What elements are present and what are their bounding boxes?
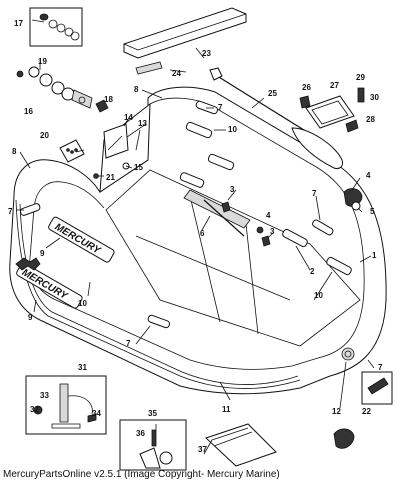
part-17-kit: [29, 7, 83, 47]
part-12-valve: [333, 428, 355, 449]
callout-4a: 4: [366, 171, 371, 180]
callout-3b: 3: [270, 227, 275, 236]
leader-lines: [16, 19, 375, 455]
callout-24: 24: [172, 69, 181, 78]
callout-19: 19: [38, 57, 47, 66]
callout-25: 25: [268, 89, 277, 98]
callout-4b: 4: [266, 211, 271, 220]
callout-9a: 9: [40, 249, 45, 258]
callout-33: 33: [40, 391, 49, 400]
m-logo-icon: [15, 257, 41, 271]
callout-7e: 7: [378, 363, 383, 372]
callout-10b: 10: [314, 291, 323, 300]
part-18-fitting: [95, 99, 109, 113]
part-27-plate: [305, 95, 355, 129]
part-25-oar: [209, 67, 343, 169]
callout-15: 15: [134, 163, 143, 172]
part-21-screw: [93, 173, 99, 179]
callout-5: 5: [370, 207, 375, 216]
callout-1: 1: [372, 251, 377, 260]
callout-2: 2: [310, 267, 315, 276]
part-37-manual: [205, 423, 277, 467]
part-6-seat-rail: [203, 199, 245, 237]
callout-20: 20: [40, 131, 49, 140]
callout-22: 22: [362, 407, 371, 416]
callout-21: 21: [106, 173, 115, 182]
copyright-footer: MercuryPartsOnline v2.5.1 (Image Copyrig…: [3, 469, 280, 480]
callout-31: 31: [78, 363, 87, 372]
callout-29: 29: [356, 73, 365, 82]
callout-16: 16: [24, 107, 33, 116]
callout-10c: 10: [78, 299, 87, 308]
callout-26: 26: [302, 83, 311, 92]
callout-35: 35: [148, 409, 157, 418]
callout-8b: 8: [12, 147, 17, 156]
part-23-seat-cover: [123, 7, 247, 59]
callout-32: 32: [30, 405, 39, 414]
callout-28: 28: [366, 115, 375, 124]
callout-14: 14: [124, 113, 133, 122]
callout-36: 36: [136, 429, 145, 438]
part-24-strip: [135, 61, 163, 75]
callout-30: 30: [370, 93, 379, 102]
callout-17: 17: [14, 19, 23, 28]
callout-7b: 7: [312, 189, 317, 198]
callout-11: 11: [222, 405, 231, 414]
callout-27: 27: [330, 81, 339, 90]
callout-7a: 7: [218, 103, 223, 112]
callout-34: 34: [92, 409, 101, 418]
part-28-bracket: [345, 119, 359, 133]
part-29-bolt: [357, 87, 365, 103]
callout-12: 12: [332, 407, 341, 416]
part-31-pump-kit: [25, 375, 107, 435]
callout-37: 37: [198, 445, 207, 454]
callout-13: 13: [138, 119, 147, 128]
inflatable-boat-hull: MERCURY: [9, 86, 387, 395]
part-35-repair-kit: [119, 419, 187, 471]
callout-10a: 10: [228, 125, 237, 134]
callout-9b: 9: [28, 313, 33, 322]
part-3-fitting: [221, 201, 231, 213]
part-4-oarlock: [343, 188, 363, 211]
callout-numbers: 1 2 3 3 4 4 5 6 7 7 7 7 7 8 8 9 9 10 10 …: [8, 19, 383, 454]
callout-6: 6: [200, 229, 205, 238]
part-26-clip: [299, 95, 311, 109]
callout-7c: 7: [8, 207, 13, 216]
callout-3a: 3: [230, 185, 235, 194]
callout-7d: 7: [126, 339, 131, 348]
part-16-valve-assembly: [16, 66, 93, 109]
callout-23: 23: [202, 49, 211, 58]
part-14-bracket: [103, 123, 129, 159]
part-22-box: [361, 371, 393, 405]
callout-18: 18: [104, 95, 113, 104]
callout-8a: 8: [134, 85, 139, 94]
